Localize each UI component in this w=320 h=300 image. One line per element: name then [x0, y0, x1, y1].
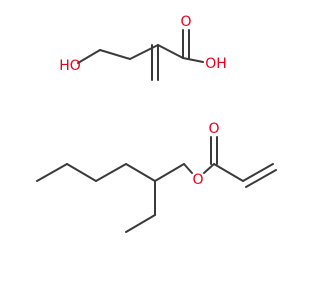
bond-c-c — [36, 163, 68, 182]
bond-c-c — [125, 163, 156, 182]
bond-c-c — [129, 44, 159, 60]
acid-hydroxyl-label: OH — [205, 56, 227, 72]
carbonyl-oxygen-label: O — [180, 14, 191, 30]
bond-c-carboxyl — [157, 44, 184, 59]
carbonyl-oxygen-label: O — [208, 121, 219, 137]
hydroxyl-label: HO — [59, 58, 81, 74]
chemical-structure-drawing: HO O OH O O — [36, 14, 277, 233]
bond-o-c — [77, 49, 101, 64]
bond-o-c — [203, 163, 215, 174]
bond-c-o — [183, 163, 193, 174]
bond-vinyl-double-second — [245, 169, 277, 188]
bond-c-c — [154, 163, 185, 182]
bond-c-c — [99, 49, 131, 60]
bond-c-c — [213, 163, 244, 182]
molecule-hydroxy-methylidene-butanoic-acid: HO O OH — [59, 14, 227, 81]
ester-oxygen-label: O — [192, 172, 203, 188]
bond-vinyl-double — [242, 163, 274, 182]
bond-c-c — [125, 214, 156, 233]
molecule-ethylhexyl-acrylate: O O — [36, 121, 277, 233]
bond-c-c — [95, 163, 127, 182]
bond-c-c — [66, 163, 97, 182]
bond-c-oh — [182, 57, 204, 63]
